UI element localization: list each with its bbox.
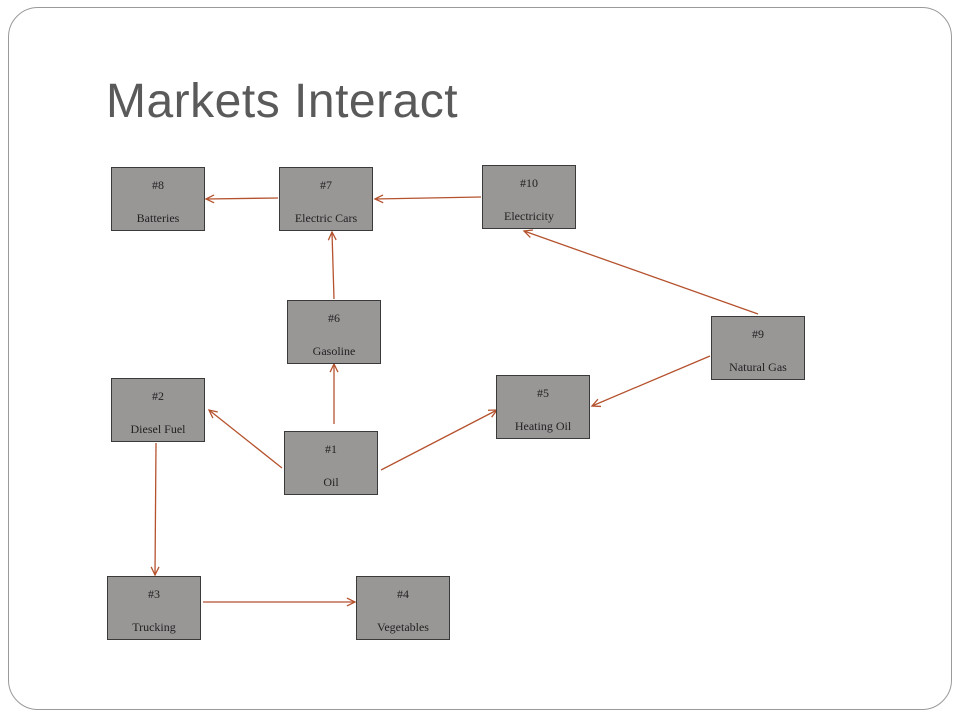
edge-n1-to-n2 bbox=[207, 409, 283, 469]
edge-line bbox=[331, 231, 335, 300]
edge-line bbox=[523, 230, 759, 315]
edge-line bbox=[154, 442, 157, 576]
arrowhead bbox=[207, 409, 218, 419]
node-label: Natural Gas bbox=[729, 360, 787, 374]
arrowhead bbox=[522, 229, 534, 238]
arrowhead bbox=[204, 194, 215, 204]
node-number: #9 bbox=[752, 327, 764, 341]
node-natural-gas: #9 Natural Gas bbox=[711, 316, 805, 380]
node-trucking: #3 Trucking bbox=[107, 576, 201, 640]
edge-n9-to-n10 bbox=[522, 229, 759, 315]
node-number: #4 bbox=[397, 587, 409, 601]
edge-n1-to-n5 bbox=[380, 409, 499, 471]
edge-n9-to-n5 bbox=[590, 355, 711, 408]
node-label: Electric Cars bbox=[294, 211, 358, 225]
arrowhead bbox=[346, 597, 357, 607]
arrowhead bbox=[327, 230, 337, 241]
node-number: #7 bbox=[320, 178, 332, 192]
node-vegetables: #4 Vegetables bbox=[356, 576, 450, 640]
node-number: #5 bbox=[537, 386, 549, 400]
node-number: #2 bbox=[152, 389, 164, 403]
node-label: Heating Oil bbox=[514, 419, 572, 433]
edge-line bbox=[208, 409, 283, 469]
arrowhead bbox=[150, 566, 160, 577]
node-label: Oil bbox=[323, 475, 339, 489]
node-oil: #1 Oil bbox=[284, 431, 378, 495]
edge-line bbox=[374, 196, 482, 200]
node-label: Electricity bbox=[504, 209, 554, 223]
node-number: #1 bbox=[325, 442, 337, 456]
node-number: #3 bbox=[148, 587, 160, 601]
edge-line bbox=[205, 197, 279, 200]
node-label: Diesel Fuel bbox=[130, 422, 186, 436]
node-electric-cars: #7 Electric Cars bbox=[279, 167, 373, 231]
node-electricity: #10 Electricity bbox=[482, 165, 576, 229]
slide-title: Markets Interact bbox=[106, 75, 459, 128]
node-number: #10 bbox=[520, 176, 538, 190]
edge-n1-to-n6 bbox=[329, 362, 339, 424]
node-gasoline: #6 Gasoline bbox=[287, 300, 381, 364]
node-number: #8 bbox=[152, 178, 164, 192]
edge-n6-to-n7 bbox=[327, 230, 337, 300]
edge-line bbox=[380, 409, 498, 471]
edge-n7-to-n8 bbox=[204, 194, 279, 204]
arrowhead bbox=[373, 194, 384, 204]
node-label: Trucking bbox=[132, 620, 176, 634]
edge-n10-to-n7 bbox=[373, 194, 482, 204]
node-number: #6 bbox=[328, 311, 340, 325]
edge-n3-to-n4 bbox=[203, 597, 357, 607]
node-diesel-fuel: #2 Diesel Fuel bbox=[111, 378, 205, 442]
node-label: Vegetables bbox=[377, 620, 429, 634]
arrowhead bbox=[590, 398, 602, 408]
node-label: Gasoline bbox=[312, 344, 356, 358]
edge-n2-to-n3 bbox=[150, 442, 160, 577]
node-heating-oil: #5 Heating Oil bbox=[496, 375, 590, 439]
node-batteries: #8 Batteries bbox=[111, 167, 205, 231]
arrowhead bbox=[329, 362, 339, 373]
edge-line bbox=[591, 355, 711, 407]
node-label: Batteries bbox=[136, 211, 180, 225]
